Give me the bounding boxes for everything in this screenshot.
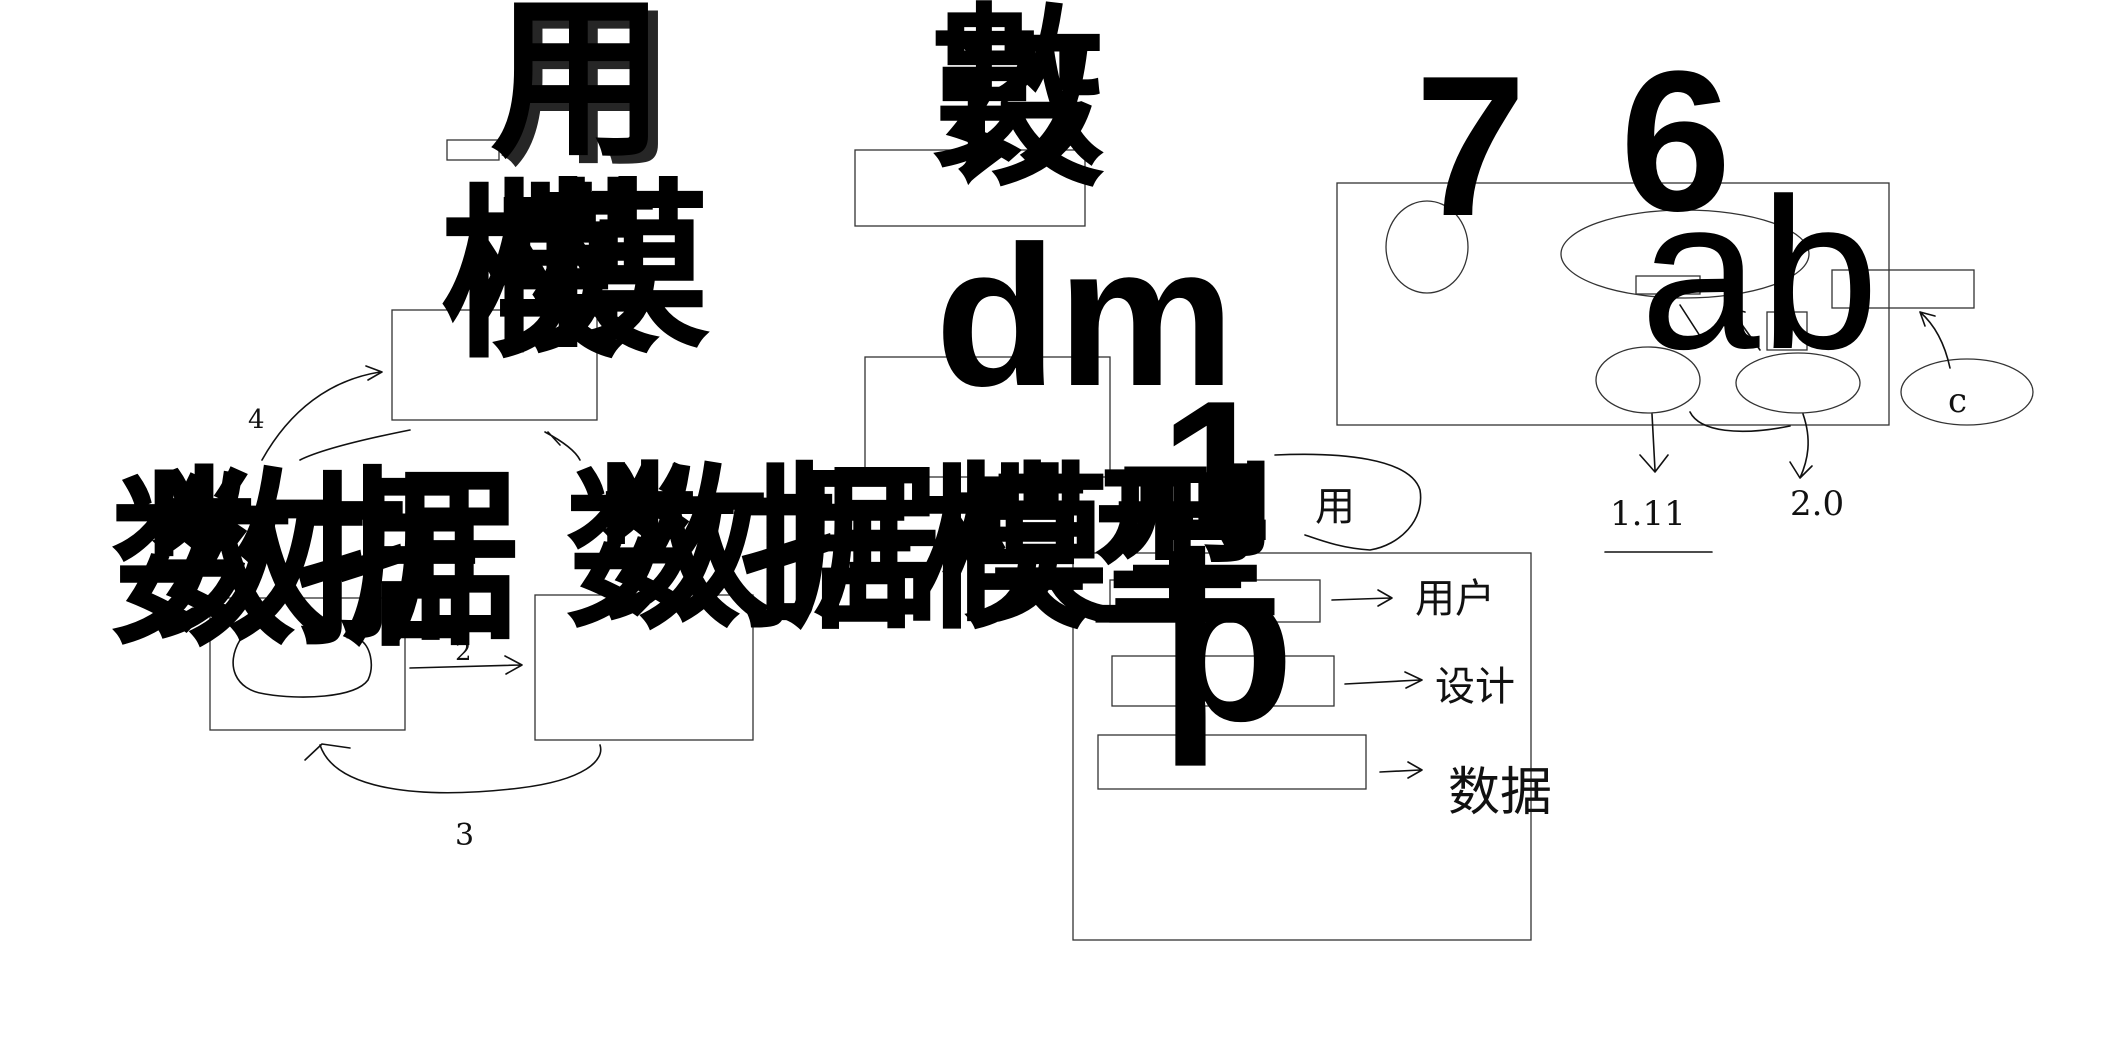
overlay-glyphs: 用 用 數 设 模 模 模 dm 数据 数据 数据模型 数据模型 1 p 7 6… xyxy=(110,0,1879,767)
hand-num-2: 2 xyxy=(455,637,472,667)
loop-under-box-left-lower xyxy=(232,639,372,698)
field-3 xyxy=(1097,734,1367,790)
glyph-top-right-6: 6 xyxy=(1620,30,1731,253)
box-left-upper xyxy=(391,309,598,421)
glyph-top-right-7: 7 xyxy=(1415,35,1526,258)
center-right-cluster: 用户 设计 数据 用 xyxy=(1072,453,1552,941)
field-1 xyxy=(1109,579,1321,623)
ellipse-left xyxy=(1385,200,1469,294)
box-center-upper xyxy=(864,356,1111,478)
arrows-to-small-rects xyxy=(1679,304,1761,351)
ellipse-a xyxy=(1595,346,1701,414)
box-top-right xyxy=(1336,182,1890,426)
glyph-mid-right-b: p xyxy=(1160,521,1294,767)
arrow-box-left-to-center xyxy=(409,655,523,675)
glyph-top-left-1-shadow: 用 xyxy=(500,0,675,190)
arrow-ellipse-a-down xyxy=(1639,413,1669,473)
small-rect-b xyxy=(1831,269,1975,309)
glyph-top-mid: 设 xyxy=(940,17,1105,209)
hand-version-2: 2.0 xyxy=(1790,484,1844,524)
arrow-field-2 xyxy=(1344,671,1423,689)
arrow-bottom-3-head xyxy=(304,743,351,761)
box-center-lower xyxy=(534,594,754,741)
hand-bubble-text: 用 xyxy=(1315,484,1355,530)
glyph-top-left-2: 數 xyxy=(930,0,1105,192)
arrow-field-3 xyxy=(1379,761,1423,779)
arrow-c-up xyxy=(1919,311,1951,369)
box-left-lower xyxy=(209,597,406,731)
glyph-mid-center-2: 数据模型 xyxy=(600,448,1280,646)
glyph-row2-a-2: 模 xyxy=(475,163,660,379)
hand-note-data: 数据 xyxy=(1448,763,1552,823)
curve-left-descend xyxy=(299,429,411,461)
hand-version-1: 1.11 xyxy=(1610,494,1686,534)
ellipse-c xyxy=(1900,358,2034,426)
small-rect-c xyxy=(1766,311,1808,351)
field-2 xyxy=(1111,655,1335,707)
glyph-mid-center: 数据模型 xyxy=(565,451,1265,654)
glyph-mid-right: 1 xyxy=(1160,360,1271,583)
glyph-row2-a: 模 xyxy=(440,168,625,384)
top-right-cluster: c 1.11 2.0 xyxy=(1336,182,2034,553)
left-cluster: 4 2 3 xyxy=(209,139,1111,853)
glyph-row2-b: dm xyxy=(935,205,1235,428)
hand-note-user: 用户 xyxy=(1415,576,1495,622)
hand-note-design: 设计 xyxy=(1435,664,1515,710)
glyph-row2-a-3: 模 xyxy=(530,164,710,373)
ellipse-b xyxy=(1735,352,1861,414)
bracket-a-b xyxy=(1689,411,1791,433)
glyph-mid-left: 数据 xyxy=(110,456,480,672)
curve-up-right-upper xyxy=(544,431,581,461)
box-top-left-small xyxy=(446,139,500,161)
box-large-lower-right xyxy=(1072,552,1532,941)
hand-num-3: 3 xyxy=(455,818,474,853)
ellipse-wide-top xyxy=(1560,209,1810,299)
small-rect-a xyxy=(1635,275,1701,295)
curve-arrow-upper-left xyxy=(261,365,383,461)
box-top-center xyxy=(854,149,1086,227)
arrow-field-1 xyxy=(1331,589,1393,607)
speech-bubble xyxy=(1274,453,1422,551)
hand-num-4: 4 xyxy=(248,405,265,435)
curve-bottom-3 xyxy=(319,744,602,794)
arrow-b-down xyxy=(1789,413,1813,479)
glyph-top-right-ab: ab xyxy=(1640,153,1879,394)
glyph-top-left-1: 用 xyxy=(490,0,665,182)
hand-label-c: c xyxy=(1948,381,1967,421)
glyph-mid-left-2: 数据 xyxy=(150,450,520,666)
